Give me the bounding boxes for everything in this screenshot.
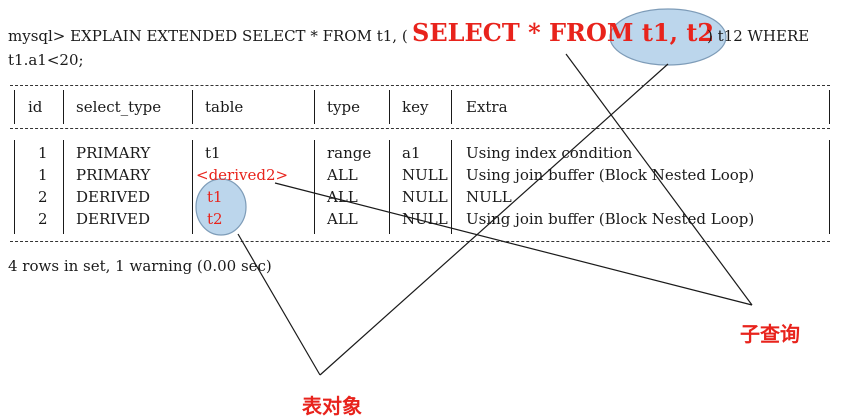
subquery-head: SELECT * FROM — [412, 18, 642, 47]
col-sep — [829, 140, 830, 234]
derived-tables-highlight — [195, 178, 247, 236]
col-sep — [389, 140, 390, 234]
table-row-4-table: t2 — [207, 210, 223, 228]
pointer-line — [565, 53, 753, 306]
table-row-1-extra: Using index condition — [466, 144, 633, 162]
table-row-1-type: range — [327, 144, 372, 162]
table-row-1-key: a1 — [402, 144, 421, 162]
table-row-2-select-type: PRIMARY — [76, 166, 151, 184]
table-row-3-select-type: DERIVED — [76, 188, 151, 206]
table-top-border — [10, 85, 830, 86]
table-bottom-border — [10, 241, 830, 242]
subquery-text: SELECT * FROM t1, t2 — [412, 18, 714, 47]
table-row-3-extra: NULL — [466, 188, 512, 206]
col-sep — [63, 90, 64, 124]
table-row-4-id: 2 — [38, 210, 48, 228]
table-row-1-id: 1 — [38, 144, 48, 162]
col-sep — [314, 90, 315, 124]
table-row-4-extra: Using join buffer (Block Nested Loop) — [466, 210, 755, 228]
column-header-key: key — [402, 98, 429, 116]
table-row-3-type: ALL — [327, 188, 358, 206]
table-object-annotation: 表对象 — [302, 394, 362, 418]
table-row-3-key: NULL — [402, 188, 448, 206]
table-row-2-table: <derived2> — [196, 166, 289, 184]
result-summary: 4 rows in set, 1 warning (0.00 sec) — [8, 257, 272, 275]
col-sep — [14, 90, 15, 124]
col-sep — [314, 140, 315, 234]
table-row-1-select-type: PRIMARY — [76, 144, 151, 162]
command-suffix: ) t12 WHERE — [707, 27, 810, 45]
pointer-line — [274, 182, 753, 306]
subquery-annotation: 子查询 — [740, 322, 800, 346]
col-sep — [14, 140, 15, 234]
column-header-id: id — [28, 98, 43, 116]
col-sep — [451, 140, 452, 234]
table-row-2-key: NULL — [402, 166, 448, 184]
command-prefix: mysql> EXPLAIN EXTENDED SELECT * FROM t1… — [8, 27, 408, 45]
table-row-3-table: t1 — [207, 188, 223, 206]
table-row-4-key: NULL — [402, 210, 448, 228]
sql-command-line-2: t1.a1<20; — [8, 51, 84, 69]
column-header-type: type — [327, 98, 360, 116]
table-row-2-extra: Using join buffer (Block Nested Loop) — [466, 166, 755, 184]
table-row-4-type: ALL — [327, 210, 358, 228]
subquery-tables-highlight — [609, 8, 727, 66]
subquery-tables: t1, t2 — [641, 18, 715, 47]
col-sep — [451, 90, 452, 124]
column-header-select-type: select_type — [76, 98, 162, 116]
col-sep — [63, 140, 64, 234]
column-header-extra: Extra — [466, 98, 508, 116]
table-row-1-table: t1 — [205, 144, 221, 162]
table-row-3-id: 2 — [38, 188, 48, 206]
column-header-table: table — [205, 98, 244, 116]
col-sep — [389, 90, 390, 124]
col-sep — [192, 140, 193, 234]
table-row-4-select-type: DERIVED — [76, 210, 151, 228]
table-row-2-type: ALL — [327, 166, 358, 184]
pointer-line — [237, 233, 321, 376]
col-sep — [829, 90, 830, 124]
sql-command-line-1: mysql> EXPLAIN EXTENDED SELECT * FROM t1… — [8, 26, 408, 46]
pointer-line — [319, 63, 669, 376]
col-sep — [192, 90, 193, 124]
table-header-border — [10, 128, 830, 129]
table-row-2-id: 1 — [38, 166, 48, 184]
